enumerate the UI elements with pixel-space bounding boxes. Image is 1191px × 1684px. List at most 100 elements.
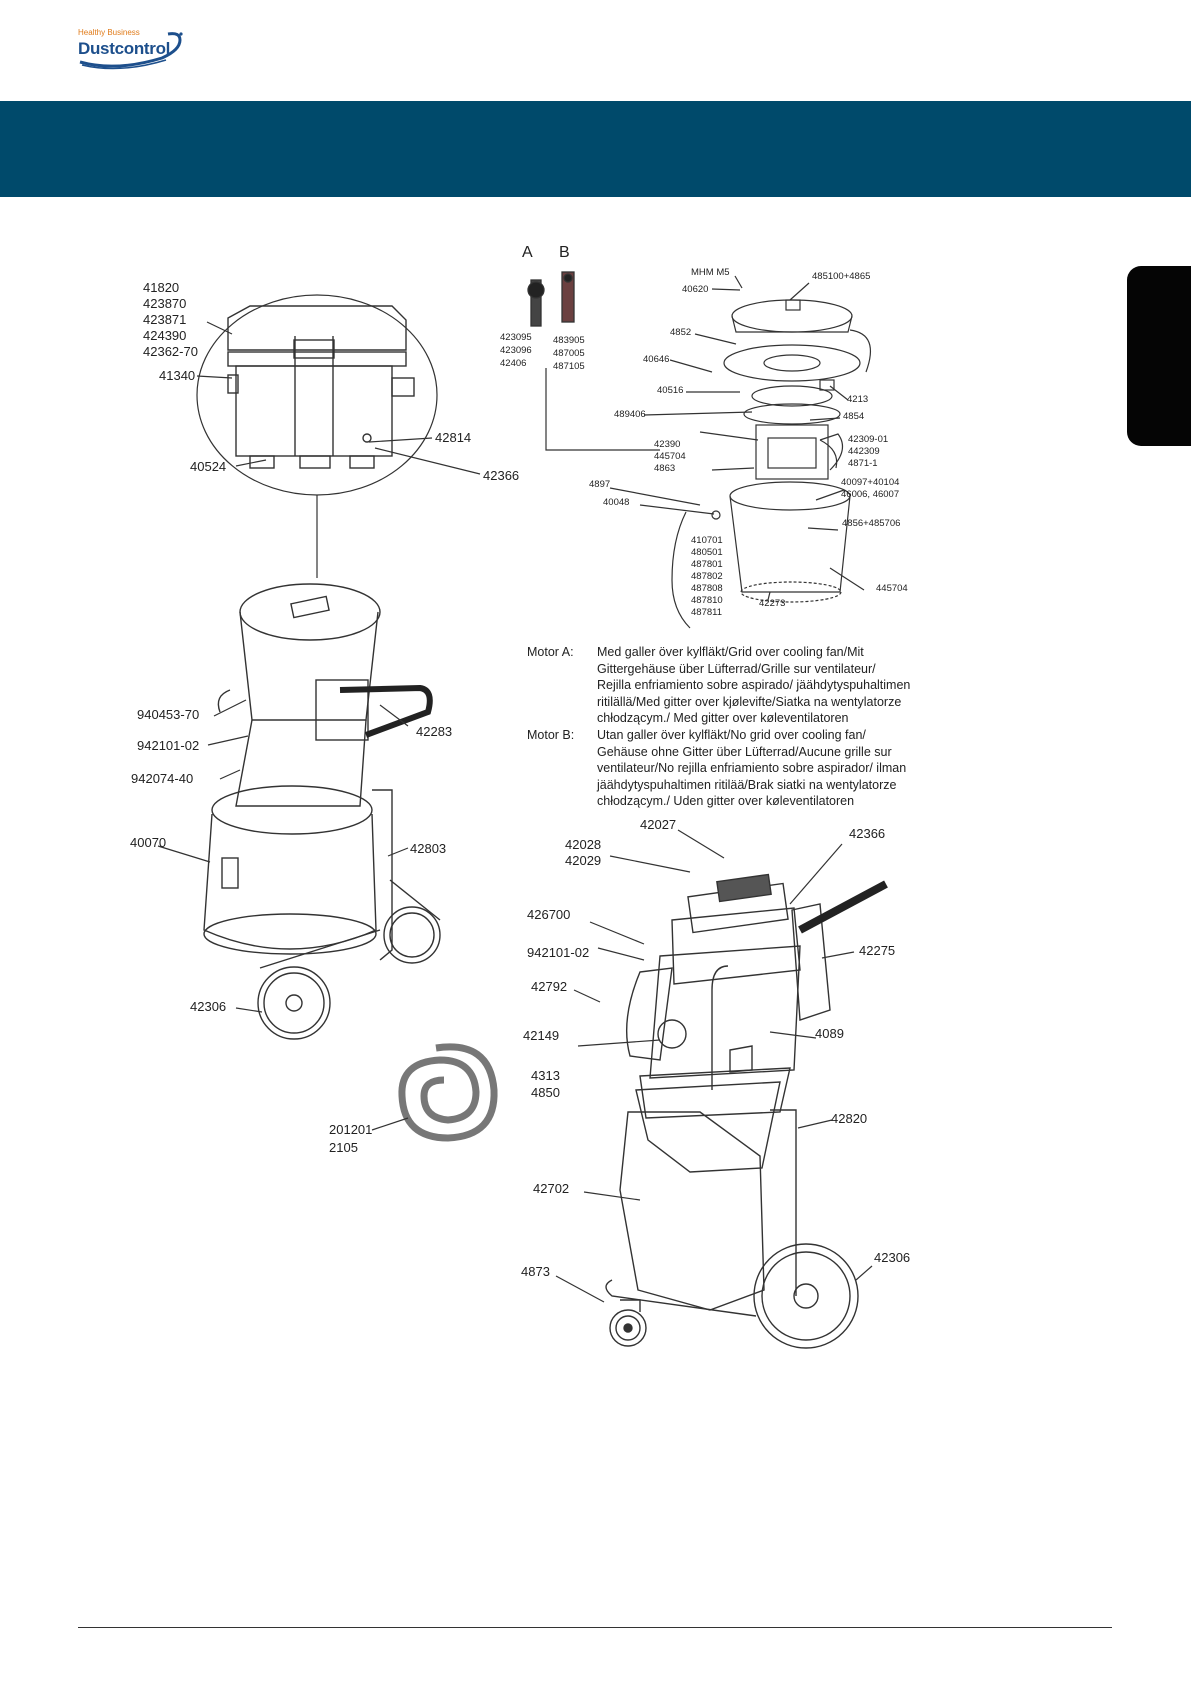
part-487105: 487105	[553, 361, 585, 372]
part-42275: 42275	[859, 943, 896, 958]
part-40524: 40524	[190, 459, 227, 474]
header-banner	[0, 101, 1191, 197]
motor-a-line: Med galler över kylfläkt/Grid over cooli…	[597, 645, 864, 659]
part-40070: 40070	[130, 835, 167, 850]
motor-b-label: Motor B:	[527, 728, 575, 742]
part-4089: 4089	[815, 1026, 844, 1041]
part-480501: 480501	[691, 547, 723, 558]
motor-variant-b-icon	[561, 271, 575, 323]
part-942074-40: 942074-40	[131, 771, 194, 786]
part-4873: 4873	[521, 1264, 550, 1279]
motor-a-line: ritilällä/Med gitter over kjølevifte/Sia…	[597, 694, 902, 709]
part-4871-1: 4871-1	[848, 458, 878, 469]
part-42820: 42820	[831, 1111, 868, 1126]
part-42306-b: 42306	[874, 1250, 911, 1265]
part-489406: 489406	[614, 409, 646, 420]
filter-housing-detail	[227, 305, 415, 469]
logo-swoosh-icon	[79, 32, 183, 70]
part-4213: 4213	[847, 394, 869, 405]
part-485100: 485100+4865	[812, 271, 871, 282]
hose-coil	[398, 1043, 498, 1142]
part-442309: 442309	[848, 446, 880, 457]
motor-a-label: Motor A:	[527, 645, 574, 659]
part-4854: 4854	[843, 411, 865, 422]
part-4863: 4863	[654, 463, 676, 474]
part-42803: 42803	[410, 841, 447, 856]
dustcontrol-logo: Healthy Business Dustcontrol	[76, 28, 186, 70]
part-445704-b: 445704	[876, 583, 908, 594]
motor-b-line: ventilateur/No rejilla enfriamiento sobr…	[597, 761, 907, 775]
part-42309-01: 42309-01	[848, 434, 889, 445]
detail-circle	[196, 294, 438, 496]
part-42029: 42029	[565, 853, 602, 868]
part-483905: 483905	[553, 335, 585, 346]
motor-a-line: chłodzącym./ Med gitter over køleventila…	[597, 711, 849, 725]
part-42283: 42283	[416, 724, 453, 739]
motor-b-line: chłodzącym./ Uden gitter over køleventil…	[597, 794, 855, 808]
part-423096: 423096	[500, 345, 532, 356]
footer-divider	[78, 1627, 1112, 1628]
vacuum-unit-right	[605, 873, 888, 1349]
motor-a-line: Rejilla enfriamiento sobre aspirado/ jää…	[597, 678, 911, 692]
part-201201: 201201	[329, 1122, 373, 1137]
part-41340: 41340	[159, 368, 196, 383]
part-42366-top: 42366	[483, 468, 520, 483]
variant-a-label: A	[522, 244, 533, 261]
part-423095: 423095	[500, 332, 532, 343]
part-4850: 4850	[531, 1085, 560, 1100]
part-42366-b: 42366	[849, 826, 886, 841]
part-487811: 487811	[691, 607, 722, 618]
part-41820: 41820	[143, 280, 180, 295]
motor-b-line: Gehäuse ohne Gitter über Lüfterrad/Aucun…	[597, 744, 892, 759]
part-40516: 40516	[657, 385, 684, 396]
part-487802: 487802	[691, 571, 723, 582]
logo-name: Dustcontrol	[78, 39, 171, 58]
part-4313: 4313	[531, 1068, 560, 1083]
part-487808: 487808	[691, 583, 723, 594]
part-423871: 423871	[143, 312, 187, 327]
motor-b-line: jäähdytyspuhaltimen ritilää/Brak siatki …	[597, 777, 897, 792]
part-426700: 426700	[527, 907, 571, 922]
motor-b-description: Utan galler över kylfläkt/No grid over c…	[597, 727, 906, 810]
part-42390: 42390	[654, 439, 681, 450]
section-tab	[1127, 266, 1191, 446]
vacuum-unit-left	[203, 583, 441, 1040]
part-42028: 42028	[565, 837, 602, 852]
part-40048: 40048	[603, 497, 630, 508]
part-4852: 4852	[670, 327, 692, 338]
part-42792: 42792	[531, 979, 568, 994]
part-42702: 42702	[533, 1181, 570, 1196]
part-40620: 40620	[682, 284, 709, 295]
part-46006: 46006, 46007	[841, 489, 900, 500]
logo-tagline: Healthy Business	[78, 28, 140, 37]
part-42027: 42027	[640, 817, 677, 832]
part-mhm-m5: MHM M5	[691, 267, 730, 278]
part-42362-70: 42362-70	[143, 344, 198, 359]
part-2105: 2105	[329, 1140, 358, 1155]
part-4856: 4856+485706	[842, 518, 901, 529]
part-410701: 410701	[691, 535, 723, 546]
variant-b-label: B	[559, 244, 570, 261]
part-942101-02-a: 942101-02	[137, 738, 200, 753]
motor-variant-a-icon	[527, 279, 545, 327]
part-40646: 40646	[643, 354, 670, 365]
part-42149: 42149	[523, 1028, 560, 1043]
motor-a-line: Gittergehäuse über Lüfterrad/Grille sur …	[597, 661, 876, 676]
motor-b-line: Utan galler över kylfläkt/No grid over c…	[597, 728, 866, 742]
part-487801: 487801	[691, 559, 723, 570]
part-423870: 423870	[143, 296, 187, 311]
part-42306-a: 42306	[190, 999, 227, 1014]
part-445704-a: 445704	[654, 451, 686, 462]
part-42406: 42406	[500, 358, 527, 369]
part-42273: 42273	[759, 598, 786, 609]
part-940453-70: 940453-70	[137, 707, 200, 722]
part-487005: 487005	[553, 348, 585, 359]
part-942101-02-b: 942101-02	[527, 945, 590, 960]
motor-exploded-view	[671, 299, 871, 629]
part-424390: 424390	[143, 328, 187, 343]
part-40097: 40097+40104	[841, 477, 900, 488]
motor-a-description: Med galler över kylfläkt/Grid over cooli…	[597, 644, 910, 727]
part-487810: 487810	[691, 595, 723, 606]
part-4897: 4897	[589, 479, 611, 490]
